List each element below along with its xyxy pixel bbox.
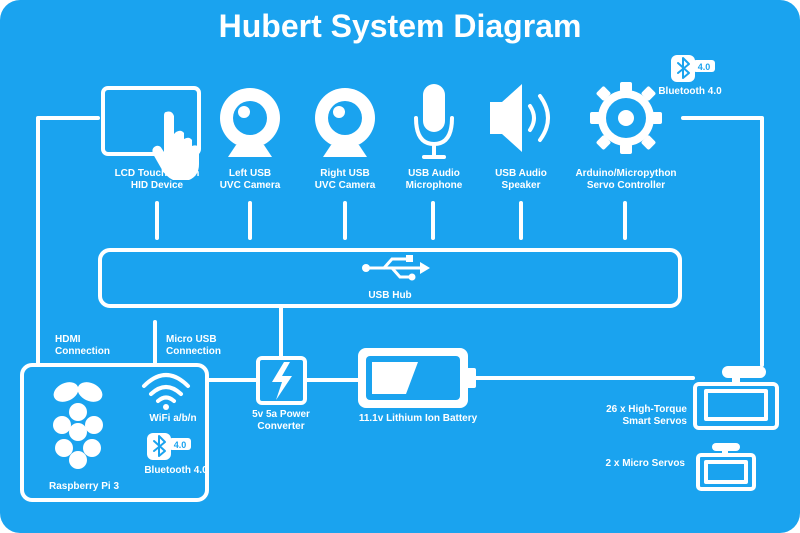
usb-icon-dot [362,264,370,272]
pi-bluetooth-rune [153,435,166,457]
pi-bluetooth-label: Bluetooth 4.0 [144,465,208,476]
usb-hub-label: USB Hub [368,290,412,301]
left-webcam-lens [233,101,267,135]
hand-pointer-icon [152,111,199,180]
usb-hub-box [98,248,682,308]
micro-usb-connection-label: Micro USB Connection [166,334,221,357]
controller-to-servo-line [681,116,764,367]
lcd-touchscreen-label: LCD Touchscreen HID Device [114,168,200,191]
left-camera-label: Left USB UVC Camera [219,168,281,191]
power-converter-label: 5v 5a Power Converter [252,409,310,432]
bluetooth-rune [677,57,690,79]
gear-hub [618,110,634,126]
microphone-label: USB Audio Microphone [405,168,463,191]
usb-icon-circle [408,273,416,281]
raspberry-pi-logo-icon [53,382,103,469]
controller-bluetooth-label: Bluetooth 4.0 [658,86,722,97]
high-torque-servo-label: 26 x High-Torque Smart Servos [606,404,687,427]
wifi-arc-outer [142,373,190,388]
hdmi-connection-label: HDMI Connection [55,334,110,357]
bluetooth-badge-text: 4.0 [698,62,711,72]
wifi-arc-middle [149,385,183,396]
hdmi-connection-line [36,116,100,367]
touchscreen-icon [101,86,201,156]
pi-bluetooth-badge-text: 4.0 [174,440,187,450]
raspberry-pi-board [20,363,209,502]
speaker-label: USB Audio Speaker [495,168,547,191]
usb-icon-square [406,255,413,262]
micro-servo-head [712,443,740,451]
right-webcam-glint [333,106,345,118]
raspberry-pi-label: Raspberry Pi 3 [48,481,120,492]
battery-label: 11.1v Lithium Ion Battery [358,413,478,424]
speaker-icon [490,84,522,152]
wifi-arc-inner [156,395,176,403]
battery-terminal [466,368,476,388]
page-title: Hubert System Diagram [218,8,582,44]
wifi-dot [163,404,169,410]
servo-controller-label: Arduino/Micropython Servo Controller [575,168,677,191]
high-torque-servo-head [722,366,766,378]
speaker-wave-large [538,94,550,142]
left-webcam-glint [238,106,250,118]
micro-servo-shaft [722,449,728,456]
right-webcam-lens [328,101,362,135]
microphone-icon [423,84,445,132]
usb-icon-arrow [420,262,430,274]
micro-servo-label: 2 x Micro Servos [605,458,685,469]
usb-icon [366,257,424,279]
speaker-wave-small [528,104,536,132]
wifi-label: WiFi a/b/n [149,413,197,424]
lightning-icon [272,362,292,400]
power-converter-box [256,356,307,405]
right-camera-label: Right USB UVC Camera [314,168,376,191]
battery-charge-level [372,362,418,394]
high-torque-servo-shaft [732,376,740,386]
